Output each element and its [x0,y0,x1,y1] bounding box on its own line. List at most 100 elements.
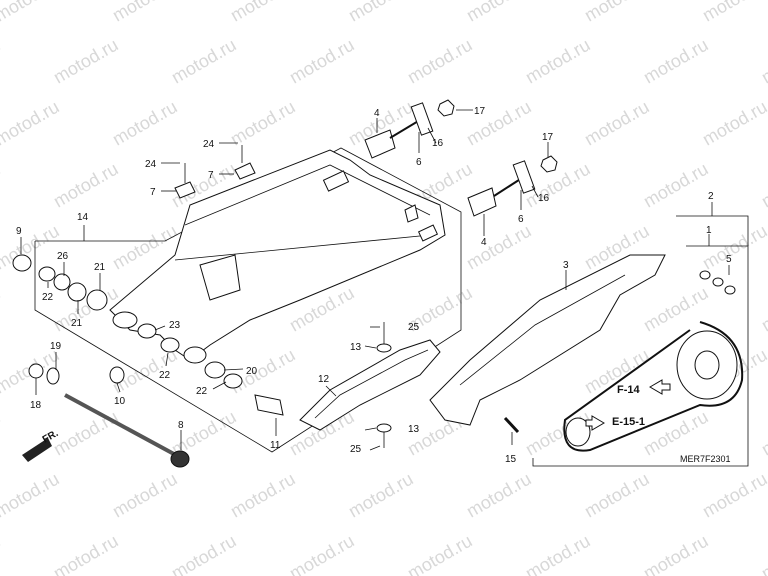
callout-25a: 25 [408,322,420,333]
watermark-text: motod.ru [463,221,535,274]
collar-13-lower [376,423,392,433]
callout-1: 1 [706,225,712,236]
watermark-text: motod.ru [50,531,122,576]
callout-24a: 24 [145,159,157,170]
pivot-nut-18 [28,363,44,379]
watermark-text: motod.ru [227,469,299,522]
ref-e151-arrow-icon [585,415,605,431]
callout-14: 14 [77,212,89,223]
callout-25b: 25 [350,444,362,455]
watermark-text: motod.ru [0,407,4,460]
callout-21a: 21 [94,262,106,273]
watermark-text: motod.ru [699,0,768,25]
watermark-text: motod.ru [758,283,768,336]
dust-seal-22-right [223,373,243,389]
callout-21b: 21 [71,318,83,329]
callout-17a: 17 [474,106,486,117]
drive-sprocket [565,417,591,447]
callout-5: 5 [726,254,732,265]
chain-slider-group [299,322,441,448]
watermark-text: motod.ru [50,35,122,88]
watermark-text: motod.ru [0,469,63,522]
callout-10: 10 [114,396,126,407]
watermark-text: motod.ru [758,35,768,88]
watermark-text: motod.ru [404,35,476,88]
ref-f14-label: F-14 [617,384,641,396]
adjuster-plate-4-lower [467,187,497,217]
watermark-text: motod.ru [463,0,535,25]
dust-seal-22-mid [160,337,180,353]
callout-7a: 7 [150,187,156,198]
watermark-text: motod.ru [522,35,594,88]
pivot-bolt-8 [64,393,186,462]
callout-20: 20 [246,366,258,377]
drive-chain-1 [563,321,744,452]
watermark-text: motod.ru [699,469,768,522]
ref-e151: E-15-1 [585,415,645,431]
drive-chain-group [532,215,749,467]
chain-slider-12 [299,339,441,431]
watermark-text: motod.ru [109,469,181,522]
clip-parts [174,145,256,199]
callout-11: 11 [270,440,281,451]
collar-13-upper [376,343,392,353]
watermark-text: motod.ru [0,97,63,150]
swingarm-pivot-right [183,346,207,364]
watermark-text: motod.ru [640,531,712,576]
collar-26 [53,273,71,291]
watermark-text: motod.ru [640,35,712,88]
watermark-text: motod.ru [758,531,768,576]
front-arrow-icon [22,438,52,462]
callout-16a: 16 [432,138,444,149]
watermark-text: motod.ru [699,97,768,150]
callout-6a: 6 [416,157,422,168]
watermark-text: motod.ru [286,35,358,88]
bearing-21-b [86,289,108,311]
callout-3: 3 [563,260,569,271]
watermark-text: motod.ru [168,531,240,576]
swingarm [109,149,446,361]
callout-12: 12 [318,374,330,385]
swingarm-linkage-bracket [199,254,241,301]
adjuster-bolt-lower [493,177,523,197]
watermark-text: motod.ru [581,97,653,150]
watermark-text: motod.ru [50,407,122,460]
callout-15: 15 [505,454,517,465]
chain-adjuster-lower [467,155,558,217]
callout-7b: 7 [208,170,214,181]
callout-4a: 4 [374,108,380,119]
bearing-21-a [67,282,87,302]
watermark-text: motod.ru [109,97,181,150]
callout-17b: 17 [542,132,554,143]
callout-16b: 16 [538,193,550,204]
watermark-text: motod.ru [227,345,299,398]
watermark-text: motod.ru [0,221,63,274]
watermark-text: motod.ru [0,35,4,88]
bearing-23 [137,323,157,339]
watermark-text: motod.ru [286,531,358,576]
callout-4b: 4 [481,237,487,248]
nut-17-upper [437,99,455,117]
watermark-text: motod.ru [0,283,4,336]
drive-chain-group-frame [532,215,749,467]
master-link-kit-5 [699,270,736,295]
watermark-text: motod.ru [463,469,535,522]
watermark-text: motod.ru [758,159,768,212]
swingarm-group [34,147,462,453]
watermark-text: motod.ru [109,0,181,25]
ref-f14: F-14 [617,379,671,396]
callout-24b: 24 [203,139,215,150]
watermark-text: motod.ru [227,0,299,25]
adjuster-block-16-lower [512,160,536,194]
callout-6b: 6 [518,214,524,225]
watermark-text: motod.ru [581,0,653,25]
adjuster-block-16-upper [410,102,434,136]
callout-9: 9 [16,226,22,237]
adjuster-bolt-upper [389,119,421,139]
nut-17-lower [540,155,558,173]
watermark-text: motod.ru [640,283,712,336]
swingarm-slot-lower [417,224,439,242]
diagram-code: MER7F2301 [680,454,731,464]
callout-13b: 13 [408,424,420,435]
